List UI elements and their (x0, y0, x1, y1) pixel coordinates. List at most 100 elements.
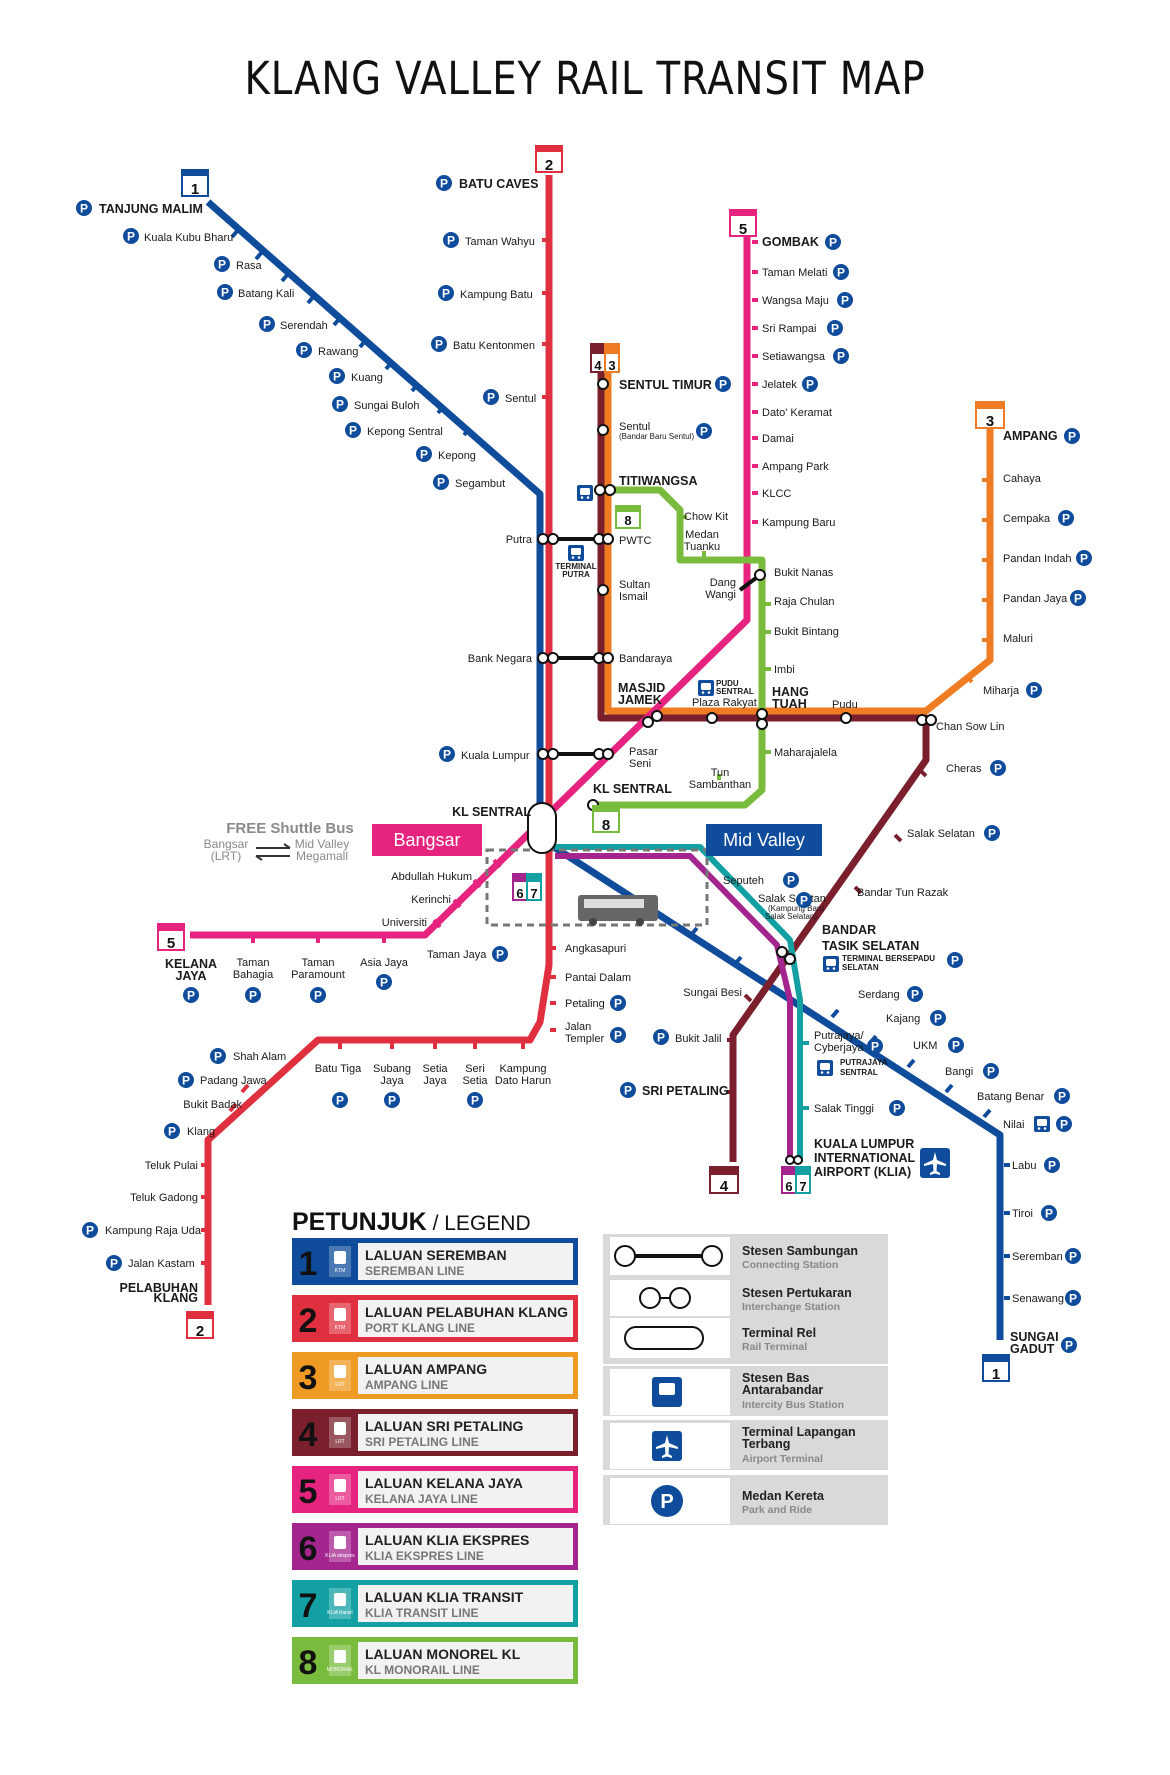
station-teluk-pulai: Teluk Pulai (145, 1160, 198, 1172)
station-chan-sow-lin: Chan Sow Lin (936, 721, 1005, 733)
station-setia-jaya-2: Jaya (423, 1075, 447, 1087)
station-bandar-tun-razak: Bandar Tun Razak (857, 887, 949, 899)
legend-symbol-name: Terminal Lapangan (742, 1425, 856, 1439)
line-badge-4-3: 4 3 (590, 343, 620, 373)
station-bandaraya: Bandaraya (619, 653, 673, 665)
line-badge-1-bottom: 1 (982, 1354, 1010, 1383)
map-title: KLANG VALLEY RAIL TRANSIT MAP (244, 52, 926, 105)
port-klang-line (204, 175, 553, 1305)
station-sultan-ismail-1: Sultan (619, 579, 650, 591)
station-sentul-2-sub: (Bandar Baru Sentul) (619, 432, 694, 441)
station-tun-sambanthan-1: Tun (711, 767, 730, 779)
legend-line-sub: KLIA TRANSIT LINE (365, 1606, 479, 1620)
terminal-putra-1: TERMINAL (555, 562, 596, 571)
legend-line-name: LALUAN KELANA JAYA (365, 1475, 523, 1491)
station-pandan-indah: Pandan Indah (1003, 553, 1072, 565)
station-nilai: Nilai (1003, 1119, 1024, 1131)
legend-symbol-name: Terbang (742, 1437, 790, 1451)
svg-text:5: 5 (739, 221, 747, 238)
station-petaling: Petaling (565, 998, 605, 1010)
station-kampung-raja-uda: Kampung Raja Uda (105, 1225, 202, 1237)
station-padang-jawa: Padang Jawa (200, 1075, 268, 1087)
station-tun-sambanthan-2: Sambanthan (689, 779, 751, 791)
line-badge-5-left: 5 (157, 923, 185, 952)
station-pasar-seni-1: Pasar (629, 746, 658, 758)
legend-line-name: LALUAN KLIA TRANSIT (365, 1589, 524, 1605)
legend-title-suffix: / LEGEND (427, 1212, 531, 1235)
svg-text:8: 8 (602, 817, 610, 834)
klia-transit-line (555, 844, 803, 1162)
legend-symbol-sub: Connecting Station (742, 1259, 838, 1271)
legend-train-icon: LRT (335, 1382, 344, 1388)
station-kelana-jaya-1: KELANA (165, 957, 217, 971)
legend-line-number: 6 (299, 1530, 318, 1568)
station-kl-sentral-lrt: KL SENTRAL (593, 782, 672, 796)
station-dang-wangi-1: Dang (710, 577, 736, 589)
monorail-line (593, 486, 766, 809)
station-klcc: KLCC (762, 488, 791, 500)
station-setiawangsa: Setiawangsa (762, 351, 826, 363)
station-batu-kentonmen: Batu Kentonmen (453, 340, 535, 352)
station-seputeh: Seputeh (723, 875, 764, 887)
station-jalan-kastam: Jalan Kastam (128, 1258, 195, 1270)
station-kampung-batu: Kampung Batu (460, 289, 533, 301)
station-subang-jaya-1: Subang (373, 1063, 411, 1075)
tbs-1: TERMINAL BERSEPADU (842, 954, 935, 963)
station-medan-tuanku-1: Medan (685, 529, 719, 541)
legend-symbol-name: Stesen Sambungan (742, 1244, 858, 1258)
station-serendah: Serendah (280, 320, 328, 332)
station-bangi: Bangi (945, 1066, 973, 1078)
legend-title: PETUNJUK (292, 1208, 427, 1236)
station-dang-wangi-2: Wangi (705, 589, 736, 601)
station-salak-selatan: Salak Selatan (907, 828, 975, 840)
station-batu-caves: BATU CAVES (459, 177, 538, 191)
shuttle-title: FREE Shuttle Bus (226, 820, 354, 837)
station-taman-melati: Taman Melati (762, 267, 827, 279)
station-sri-rampai: Sri Rampai (762, 323, 816, 335)
station-taman-paramount-2: Paramount (291, 969, 345, 981)
mid-valley-label: Mid Valley (723, 830, 805, 850)
legend-line-sub: KLIA EKSPRES LINE (365, 1549, 484, 1563)
svg-text:4: 4 (594, 358, 602, 373)
svg-text:1: 1 (992, 1366, 1000, 1383)
putrajaya-sentral-2: SENTRAL (840, 1068, 878, 1077)
legend-symbol-name: Stesen Bas (742, 1371, 809, 1385)
kelana-jaya-line (190, 230, 751, 939)
svg-text:4: 4 (720, 1178, 729, 1195)
station-kampung-baru: Kampung Baru (762, 517, 835, 529)
shuttle-left-1: Bangsar (204, 837, 249, 851)
line-badge-6-7-bottom: 6 7 (781, 1166, 811, 1194)
station-subang-jaya-2: Jaya (380, 1075, 404, 1087)
station-markers (527, 378, 937, 1165)
station-universiti: Universiti (382, 917, 427, 929)
station-sentul: Sentul (505, 393, 536, 405)
station-jalan-templer-1: Jalan (565, 1021, 591, 1033)
legend-line-sub: KELANA JAYA LINE (365, 1492, 478, 1506)
station-pantai-dalam: Pantai Dalam (565, 972, 631, 984)
station-sungai-besi: Sungai Besi (683, 987, 742, 999)
station-sungai-gadut-2: GADUT (1010, 1342, 1055, 1356)
legend-train-icon: KTM (335, 1268, 346, 1274)
station-putrajaya-2: Cyberjaya (814, 1042, 864, 1054)
station-sentul-2: Sentul (619, 421, 650, 433)
station-kl-sentral-main: KL SENTRAL (452, 805, 531, 819)
legend-train-icon: MONORAIL (327, 1667, 354, 1673)
line-badge-8: 8 (615, 505, 641, 529)
station-pandan-jaya: Pandan Jaya (1003, 593, 1068, 605)
airport-icon (920, 1148, 950, 1178)
shuttle-right-1: Mid Valley (295, 837, 349, 851)
legend-symbol-sub: Park and Ride (742, 1504, 812, 1516)
putrajaya-sentral-1: PUTRAJAYA (840, 1058, 888, 1067)
station-serdang: Serdang (858, 989, 900, 1001)
klia-ekspres-line (555, 853, 793, 1162)
station-cahaya: Cahaya (1003, 473, 1042, 485)
